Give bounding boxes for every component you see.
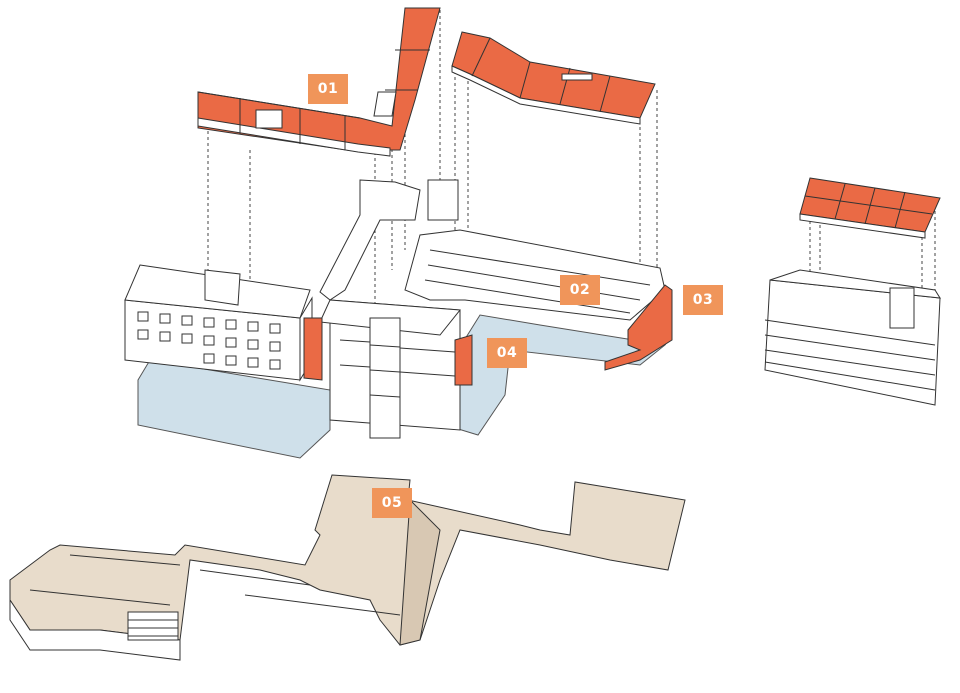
label-03: 03 xyxy=(683,285,723,315)
label-02: 02 xyxy=(560,275,600,305)
label-05: 05 xyxy=(372,488,412,518)
roof-01 xyxy=(197,7,441,157)
label-04: 04 xyxy=(487,338,527,368)
roof-02 xyxy=(451,31,656,125)
label-01: 01 xyxy=(308,74,348,104)
central-building xyxy=(319,179,666,439)
stair-elements xyxy=(303,284,673,386)
left-building xyxy=(124,264,313,382)
right-building xyxy=(764,269,941,406)
roof-right-building xyxy=(799,177,941,239)
platform-05 xyxy=(9,474,686,661)
